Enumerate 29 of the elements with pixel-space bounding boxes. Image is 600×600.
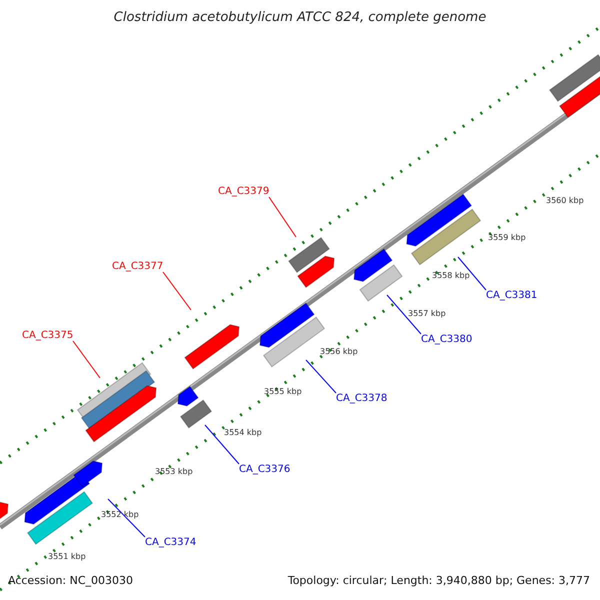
tick-label: 3555 kbp — [264, 388, 302, 396]
tick-label: 3556 kbp — [320, 348, 358, 356]
leader-line — [386, 294, 422, 334]
gene-label: CA_C3376 — [239, 464, 290, 475]
tick-label: 3552 kbp — [101, 511, 139, 519]
gene-label: CA_C3378 — [336, 393, 388, 404]
tick-label: 3553 kbp — [155, 468, 193, 476]
tick-label: 3557 kbp — [408, 310, 446, 318]
leader-line — [268, 196, 296, 238]
leader-line — [162, 272, 192, 310]
gene-label: CA_C3377 — [112, 261, 164, 272]
leader-line — [306, 360, 336, 394]
map-title: Clostridium acetobutylicum ATCC 824, complete genome — [112, 10, 488, 25]
tick-label: 3560 kbp — [546, 197, 584, 205]
genome-stats-label: Topology: circular; Length: 3,940,880 bp; Genes: 3,777 — [288, 574, 590, 587]
accession-label: Accession: NC_003030 — [8, 574, 134, 587]
leader-line — [72, 340, 100, 378]
gene-label: CA_C3374 — [145, 537, 196, 548]
gene-label: CA_C3381 — [486, 290, 538, 301]
gene-label: CA_C3380 — [421, 334, 472, 345]
tick-label: 3551 kbp — [48, 553, 86, 561]
gene-label: CA_C3375 — [22, 330, 74, 341]
leader-line — [204, 424, 240, 464]
gene-label: CA_C3379 — [218, 186, 270, 197]
tick-label: 3554 kbp — [224, 429, 262, 437]
leader-line — [108, 498, 146, 538]
tick-label: 3558 kbp — [432, 272, 470, 280]
tick-label: 3559 kbp — [488, 234, 526, 242]
leader-line — [458, 256, 486, 290]
